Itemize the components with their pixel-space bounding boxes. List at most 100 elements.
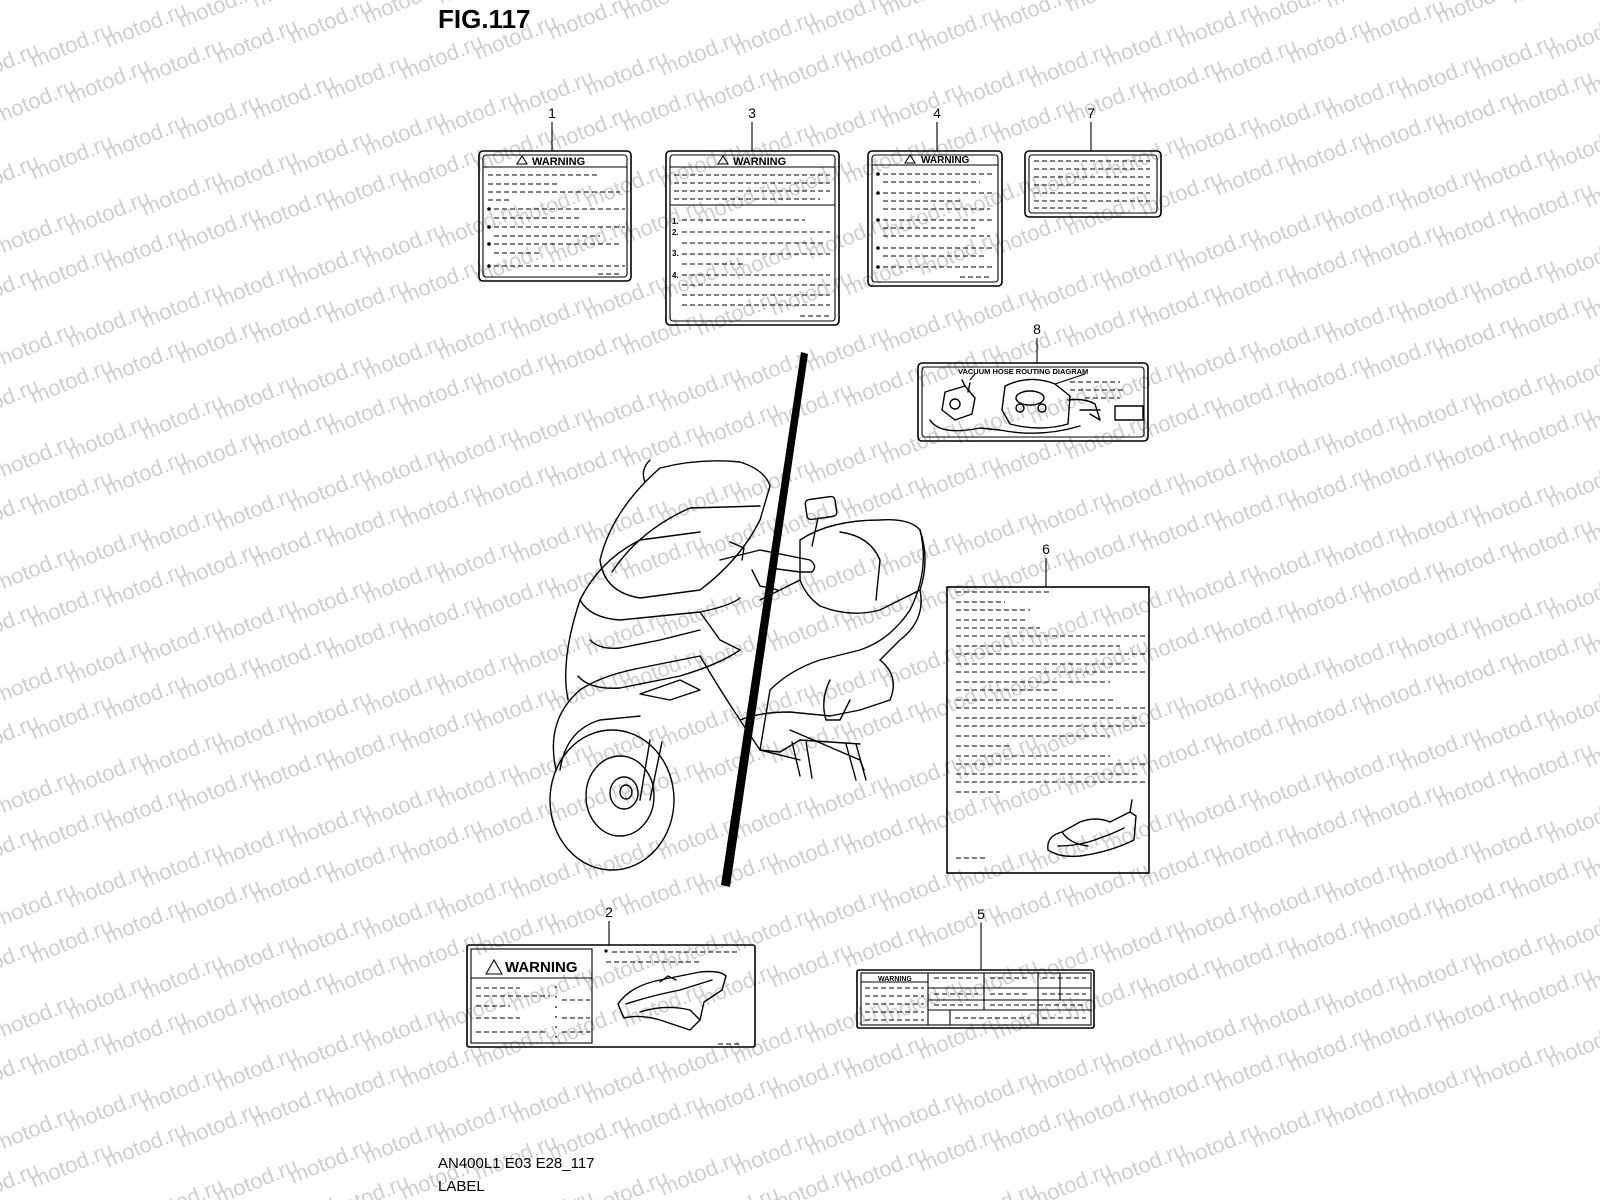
watermark-text: motod.ru bbox=[138, 33, 228, 89]
section-name: LABEL bbox=[438, 1178, 485, 1195]
watermark-text: motod.ru bbox=[1174, 1117, 1264, 1173]
watermark-text: motod.ru bbox=[582, 941, 672, 997]
watermark-text: motod.ru bbox=[878, 861, 968, 917]
watermark-text: motod.ru bbox=[545, 213, 635, 269]
watermark-text: motod.ru bbox=[841, 805, 931, 861]
watermark-text: motod.ru bbox=[1137, 725, 1227, 781]
watermark-text: motod.ru bbox=[471, 681, 561, 737]
watermark-text: motod.ru bbox=[1211, 817, 1301, 873]
callout-7: 7 bbox=[1087, 105, 1095, 151]
watermark-text: motod.ru bbox=[1211, 369, 1301, 425]
label-4[interactable]: WARNING bbox=[867, 150, 1003, 287]
watermark-text: motod.ru bbox=[397, 477, 487, 533]
watermark-text: motod.ru bbox=[1322, 629, 1412, 685]
watermark-text: motod.ru bbox=[471, 121, 561, 177]
watermark-text: motod.ru bbox=[1507, 289, 1597, 345]
label-5[interactable]: WARNING bbox=[856, 969, 1095, 1029]
watermark-text: motod.ru bbox=[767, 1049, 857, 1105]
watermark-text: motod.ru bbox=[1507, 849, 1597, 905]
seat-illustration bbox=[1047, 799, 1137, 858]
watermark-text: motod.ru bbox=[27, 17, 117, 73]
watermark-text: motod.ru bbox=[1026, 597, 1116, 653]
watermark-text: motod.ru bbox=[1063, 297, 1153, 353]
label-2-header: WARNING bbox=[505, 959, 578, 976]
watermark-text: motod.ru bbox=[1100, 1137, 1190, 1193]
watermark-text: motod.ru bbox=[1322, 293, 1412, 349]
watermark-text: motod.ru bbox=[656, 25, 746, 81]
watermark-text: motod.ru bbox=[323, 945, 413, 1001]
watermark-text: motod.ru bbox=[878, 77, 968, 133]
watermark-text: motod.ru bbox=[1137, 53, 1227, 109]
callout-number: 5 bbox=[977, 906, 985, 922]
watermark-text: motod.ru bbox=[286, 685, 376, 741]
callout-number: 3 bbox=[748, 105, 756, 121]
label-3[interactable]: WARNING 1. 2. 3. 4. bbox=[665, 150, 840, 326]
watermark-text: motod.ru bbox=[1433, 645, 1523, 701]
watermark-text: motod.ru bbox=[508, 513, 598, 569]
watermark-text: motod.ru bbox=[101, 1005, 191, 1061]
watermark-text: motod.ru bbox=[582, 829, 672, 885]
label-6[interactable] bbox=[946, 586, 1150, 874]
label-1[interactable]: WARNING bbox=[478, 150, 632, 282]
watermark-text: motod.ru bbox=[1507, 625, 1597, 681]
watermark-text: motod.ru bbox=[1470, 1037, 1560, 1093]
watermark-text: motod.ru bbox=[286, 573, 376, 629]
watermark-text: motod.ru bbox=[249, 629, 339, 685]
watermark-text: motod.ru bbox=[1470, 141, 1560, 197]
watermark-text: motod.ru bbox=[915, 1121, 1005, 1177]
watermark-text: motod.ru bbox=[1322, 405, 1412, 461]
watermark-text: motod.ru bbox=[693, 0, 783, 5]
callout-number: 7 bbox=[1087, 105, 1095, 121]
callout-1: 1 bbox=[548, 105, 556, 151]
label-7[interactable] bbox=[1024, 150, 1162, 218]
label-8[interactable]: VACUUM HOSE ROUTING DIAGRAM bbox=[917, 362, 1149, 442]
watermark-text: motod.ru bbox=[1063, 521, 1153, 577]
watermark-text: motod.ru bbox=[286, 1133, 376, 1189]
watermark-text: motod.ru bbox=[1285, 125, 1375, 181]
watermark-text: motod.ru bbox=[693, 61, 783, 117]
watermark-text: motod.ru bbox=[767, 377, 857, 433]
callout-number: 6 bbox=[1042, 541, 1050, 557]
watermark-text: motod.ru bbox=[27, 1137, 117, 1193]
watermark-text: motod.ru bbox=[1211, 257, 1301, 313]
watermark-text: motod.ru bbox=[952, 1065, 1042, 1121]
watermark-text: motod.ru bbox=[508, 177, 598, 233]
watermark-text: motod.ru bbox=[1470, 589, 1560, 645]
watermark-text: motod.ru bbox=[878, 637, 968, 693]
watermark-text: motod.ru bbox=[249, 853, 339, 909]
watermark-text: motod.ru bbox=[1248, 985, 1338, 1041]
watermark-text: motod.ru bbox=[915, 1, 1005, 57]
watermark-text: motod.ru bbox=[878, 749, 968, 805]
watermark-text: motod.ru bbox=[1211, 145, 1301, 201]
watermark-text: motod.ru bbox=[1470, 701, 1560, 757]
watermark-text: motod.ru bbox=[1285, 685, 1375, 741]
watermark-text: motod.ru bbox=[175, 761, 265, 817]
watermark-text: motod.ru bbox=[1359, 889, 1449, 945]
watermark-text: motod.ru bbox=[1433, 0, 1523, 29]
label-3-header: WARNING bbox=[733, 156, 786, 168]
watermark-text: motod.ru bbox=[0, 653, 79, 709]
watermark-text: motod.ru bbox=[0, 429, 79, 485]
watermark-text: motod.ru bbox=[1026, 261, 1116, 317]
watermark-text: motod.ru bbox=[1174, 893, 1264, 949]
watermark-text: motod.ru bbox=[1470, 365, 1560, 421]
callout-number: 4 bbox=[933, 105, 941, 121]
callout-number: 2 bbox=[605, 904, 613, 920]
watermark-text: motod.ru bbox=[1137, 277, 1227, 333]
watermark-text: motod.ru bbox=[175, 89, 265, 145]
watermark-text: motod.ru bbox=[0, 765, 79, 821]
watermark-text: motod.ru bbox=[1174, 557, 1264, 613]
label-2[interactable]: WARNING bbox=[466, 944, 756, 1048]
watermark-text: motod.ru bbox=[1248, 89, 1338, 145]
watermark-text: motod.ru bbox=[1026, 1045, 1116, 1101]
watermark-text: motod.ru bbox=[582, 157, 672, 213]
watermark-text: motod.ru bbox=[64, 297, 154, 353]
watermark-text: motod.ru bbox=[1359, 665, 1449, 721]
watermark-text: motod.ru bbox=[0, 1101, 79, 1157]
callout-8: 8 bbox=[1033, 321, 1041, 363]
watermark-text: motod.ru bbox=[1322, 517, 1412, 573]
watermark-text: motod.ru bbox=[767, 265, 857, 321]
watermark-text: motod.ru bbox=[1322, 741, 1412, 797]
watermark-text: motod.ru bbox=[212, 145, 302, 201]
watermark-text: motod.ru bbox=[1285, 909, 1375, 965]
